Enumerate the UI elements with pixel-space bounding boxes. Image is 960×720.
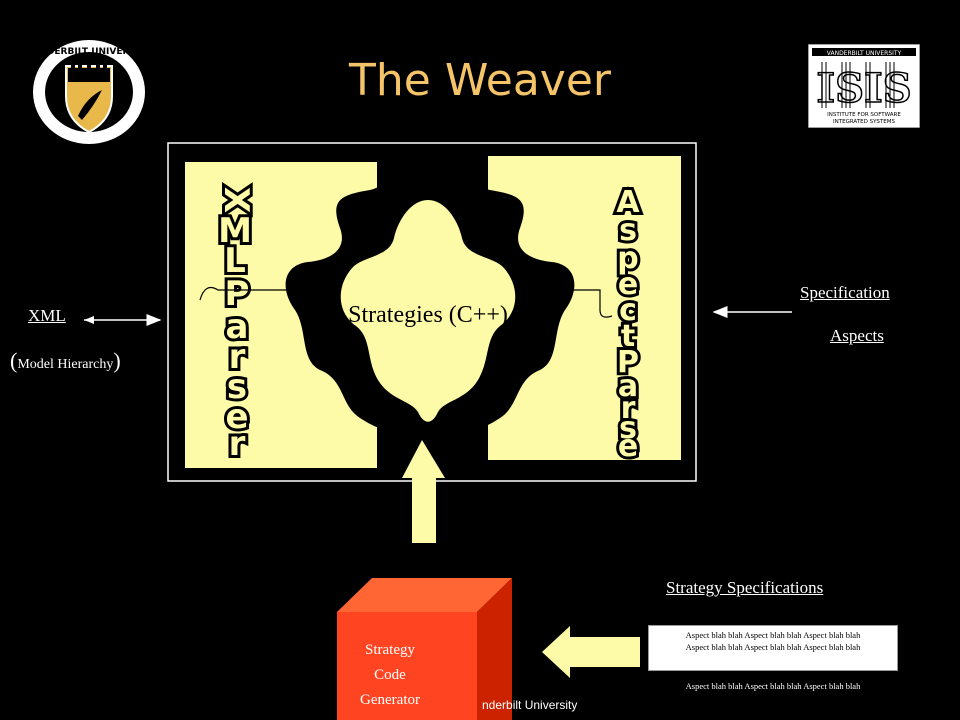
svg-text:s: s (619, 411, 637, 446)
svg-text:a: a (618, 369, 638, 404)
svg-text:r: r (229, 424, 246, 464)
svg-text:r: r (621, 391, 636, 426)
specification-label: Specification (800, 283, 890, 302)
svg-text:r: r (229, 337, 246, 377)
svg-text:r: r (229, 424, 246, 464)
svg-text:P: P (617, 345, 639, 380)
svg-text:P: P (617, 345, 639, 380)
svg-text:s: s (227, 367, 247, 407)
model-hierarchy-label: (Model Hierarchy) (10, 348, 121, 373)
vanderbilt-seal-logo: VANDERBILT UNIVERSITY (28, 40, 150, 144)
strategy-code-generator (337, 612, 477, 720)
svg-text:s: s (619, 213, 637, 248)
spec-line: Aspect blah blah Aspect blah blah Aspect… (685, 681, 861, 691)
svg-text:X: X (216, 187, 256, 213)
xml-arrow-left-head (84, 316, 94, 324)
svg-text:e: e (618, 429, 638, 464)
right-connector (560, 289, 613, 318)
strategies-core (340, 200, 516, 422)
spec-line: Aspect blah blah Aspect blah blah Aspect… (685, 630, 861, 640)
svg-text:s: s (619, 411, 637, 446)
svg-text:M: M (218, 211, 252, 251)
svg-text:L: L (224, 241, 246, 281)
generator-side (477, 578, 512, 720)
isis-logo: VANDERBILT UNIVERSITY ISIS INSTITUTE FOR… (808, 44, 920, 128)
xml-label: XML (28, 306, 66, 325)
left-connector (199, 287, 300, 301)
svg-text:r: r (621, 391, 636, 426)
svg-text:P: P (225, 274, 250, 314)
svg-text:r: r (229, 337, 246, 377)
footer-text: nderbilt University (482, 698, 578, 712)
isis-bottom-text-1: INSTITUTE FOR SOFTWARE (827, 112, 901, 118)
svg-text:e: e (618, 429, 638, 464)
svg-text:P: P (225, 274, 250, 314)
generator-top (337, 578, 512, 612)
generator-label-line: Generator (360, 692, 420, 708)
aspect-parser-title: A s p e c t P a r s e (613, 182, 643, 467)
svg-text:c: c (619, 293, 637, 328)
spec-line: Aspect blah blah Aspect blah blah Aspect… (685, 642, 861, 652)
slide-title: The Weaver (349, 55, 611, 106)
specs-to-generator-arrow (542, 626, 640, 678)
svg-text:L: L (224, 241, 246, 281)
isis-mark: ISIS (816, 65, 911, 112)
svg-text:p: p (617, 241, 638, 276)
svg-text:A: A (616, 185, 640, 220)
svg-text:a: a (226, 307, 249, 347)
svg-text:A: A (616, 185, 640, 220)
xml-parser-title: X M L P a r s e r (213, 184, 259, 467)
svg-text:a: a (618, 369, 638, 404)
strategy-specifications-title: Strategy Specifications (666, 578, 824, 597)
generator-label-line: Code (374, 667, 406, 683)
aspects-label: Aspects (830, 326, 884, 345)
svg-text:p: p (617, 241, 638, 276)
svg-text:e: e (618, 267, 638, 302)
aspect-parser-letters-fill: A s p e c t P a r s e (616, 185, 640, 464)
svg-text:t: t (621, 319, 635, 354)
generator-label-line: Strategy (365, 642, 415, 658)
isis-top-text: VANDERBILT UNIVERSITY (827, 50, 902, 57)
svg-text:c: c (619, 293, 637, 328)
xml-parser-letters-fill: X M L P a r s e r (216, 187, 256, 464)
strategies-label: Strategies (C++) (348, 302, 508, 328)
svg-text:e: e (225, 397, 248, 437)
svg-text:X: X (216, 187, 256, 213)
svg-text:s: s (619, 213, 637, 248)
seal-text: VANDERBILT UNIVERSITY (28, 47, 150, 57)
svg-text:t: t (621, 319, 635, 354)
spec-code-box: Aspect blah blah Aspect blah blah Aspect… (648, 625, 898, 671)
svg-text:s: s (227, 367, 247, 407)
svg-text:a: a (226, 307, 249, 347)
svg-text:e: e (225, 397, 248, 437)
svg-text:e: e (618, 267, 638, 302)
svg-text:M: M (218, 211, 252, 251)
isis-bottom-text-2: INTEGRATED SYSTEMS (833, 119, 896, 125)
